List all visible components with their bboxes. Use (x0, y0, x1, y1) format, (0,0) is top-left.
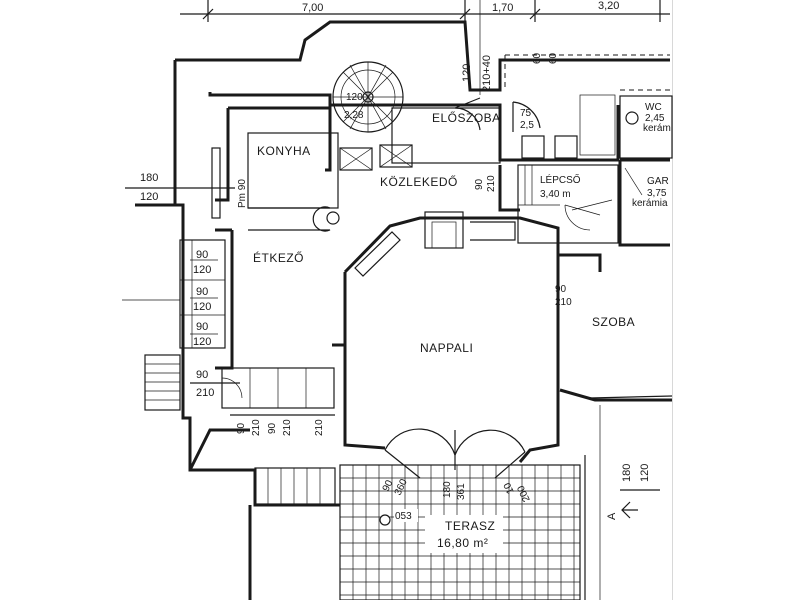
section-a: A (606, 512, 618, 520)
stair-box (517, 164, 619, 244)
dim-left-180: 180 (140, 172, 158, 184)
dim-door-90b: 90 (555, 284, 567, 295)
terrace-doors (384, 428, 526, 479)
dim-etk-120-2: 120 (193, 301, 211, 313)
dim-v210-3: 210 (314, 419, 325, 436)
left-steps (144, 354, 181, 411)
szoba-wall-right (589, 395, 673, 399)
wc-bowl (625, 111, 639, 125)
dim-etk-120-3: 120 (193, 336, 211, 348)
entry-door (512, 101, 541, 132)
living-cabinet (470, 221, 516, 241)
room-garazs-area: 3,75 (647, 188, 667, 199)
dim-t-200: 200 (516, 483, 533, 503)
dim-v-60a: 60 (532, 52, 543, 64)
outer-wall-left (135, 60, 340, 507)
dim-v-120: 120 (461, 64, 473, 82)
terrace-steps (254, 467, 336, 505)
dim-t-180: 180 (442, 481, 453, 498)
dim-v210-1: 210 (251, 419, 262, 436)
room-eloszoba: ELŐSZOBA (432, 110, 501, 125)
dim-etk-90-2: 90 (196, 286, 208, 298)
bath-fixture-a (521, 135, 545, 159)
living-walls (343, 216, 560, 463)
fireplace (424, 211, 464, 249)
crossed-boxes (339, 144, 413, 171)
dim-drain: 053 (395, 511, 412, 522)
dim-low-210: 210 (196, 387, 214, 399)
room-lepcso-area: 3,40 m (540, 189, 571, 200)
dim-top-700: 7,00 (302, 2, 323, 14)
dim-top-170: 1,70 (492, 2, 513, 14)
kitchen-counter-curve (248, 206, 331, 232)
dim-win-255: 2,5 (520, 120, 534, 131)
outer-wall (175, 20, 670, 92)
room-garazs-floor: kerámia (632, 198, 668, 209)
drain-label-bg (394, 509, 418, 522)
dim-v90-2: 90 (267, 422, 278, 434)
bottom-left-wall (188, 428, 252, 600)
room-wc: WC (645, 102, 662, 113)
room-terasz: TERASZ (445, 519, 495, 533)
section-arrow (621, 501, 638, 519)
dim-t-360b: 361 (456, 483, 467, 500)
inner-shell-top (208, 92, 620, 162)
room-szoba-walls (558, 253, 672, 402)
terrace-label-bg (425, 515, 503, 553)
dim-etk-90-1: 90 (196, 249, 208, 261)
dim-door-210a: 210 (486, 175, 497, 192)
dim-win-75: 75 (520, 108, 532, 119)
room-wc-area: 2,45 (645, 113, 665, 124)
stair-steps (518, 165, 613, 231)
top-dimension-line (180, 0, 670, 22)
room-szoba: SZOBA (592, 315, 635, 329)
kitchen-window (211, 147, 221, 219)
dim-low-90: 90 (196, 369, 208, 381)
dim-t-360a: 360 (393, 477, 410, 497)
living-bay-left (354, 231, 401, 277)
spiral-stair (332, 61, 404, 133)
dim-t-10: 10 (502, 480, 517, 495)
dining-windows (179, 239, 226, 349)
room-nappali: NAPPALI (420, 341, 473, 355)
room-garazs: GAR (647, 176, 669, 187)
dim-v90-1: 90 (236, 422, 247, 434)
dim-etk-120-1: 120 (193, 264, 211, 276)
dim-r-120: 120 (639, 464, 651, 482)
eloszoba-door (454, 97, 481, 131)
dashed-outline (504, 54, 670, 91)
dim-pm90: Pm 90 (237, 179, 248, 208)
kitchen-sink (326, 211, 340, 225)
garage-door-swing (624, 167, 643, 196)
dim-top-320: 3,20 (598, 0, 619, 12)
dim-left-120: 120 (140, 191, 158, 203)
corridor-wall (498, 165, 520, 212)
wc-box (619, 95, 673, 159)
room-etkezo: ÉTKEZŐ (253, 250, 304, 265)
page-edge (672, 0, 800, 600)
kitchen-walls (215, 106, 332, 202)
dim-door-210b: 210 (555, 297, 572, 308)
room-wc-floor: kerám (643, 123, 671, 134)
bath-fixture-b (554, 135, 578, 159)
room-terasz-area: 16,80 m² (437, 536, 488, 550)
dim-etk-90-3: 90 (196, 321, 208, 333)
drain-symbol (379, 514, 391, 526)
dim-stair-228: 2,28 (344, 110, 364, 121)
dim-t-90: 90 (381, 478, 396, 493)
eloszoba-box (391, 107, 501, 164)
lower-windows (221, 367, 335, 409)
room-lepcso: LÉPCSŐ (540, 172, 581, 186)
dim-v-21040: 210+40 (481, 55, 493, 92)
garage-walls (618, 158, 670, 247)
storage-box (579, 94, 616, 156)
room-konyha: KONYHA (257, 144, 311, 158)
dim-v-60b: 60 (548, 52, 559, 64)
dim-v210-2: 210 (282, 419, 293, 436)
dim-door-90a: 90 (474, 178, 485, 190)
dim-stair-120: 120 (346, 92, 363, 103)
room-kozlekedo: KÖZLEKEDŐ (380, 174, 458, 189)
dim-r-180: 180 (621, 464, 633, 482)
